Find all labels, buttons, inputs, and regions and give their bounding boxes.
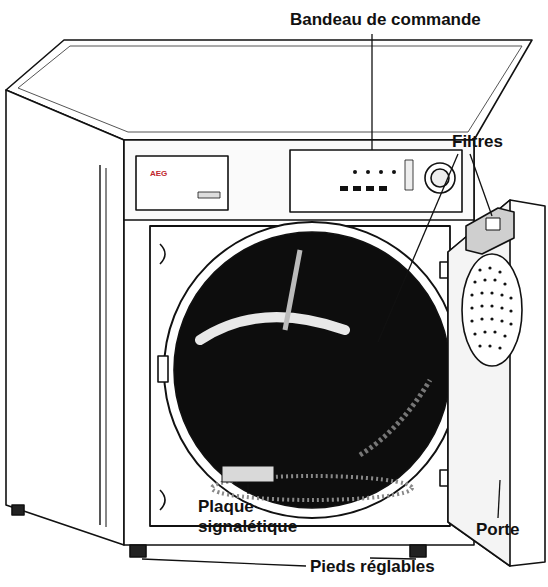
control-panel xyxy=(290,150,462,212)
leader-lines xyxy=(142,34,500,566)
part-label: Filtres xyxy=(452,132,542,152)
part-label: Plaque signalétique xyxy=(198,497,306,536)
part-label: Pieds réglables xyxy=(310,557,490,577)
door xyxy=(448,200,545,566)
part-label: Porte xyxy=(476,520,546,540)
badge-panel xyxy=(136,156,228,210)
rating-plate xyxy=(222,466,274,482)
foot xyxy=(130,545,146,557)
foot xyxy=(410,545,426,557)
svg-text:AEG: AEG xyxy=(150,169,167,178)
side-panel xyxy=(6,90,124,545)
front-panel xyxy=(124,140,474,545)
part-label: Bandeau de commande xyxy=(290,10,510,30)
drum xyxy=(174,232,450,508)
door-filter xyxy=(466,208,514,254)
program-dial xyxy=(425,163,455,193)
foot xyxy=(12,505,24,515)
